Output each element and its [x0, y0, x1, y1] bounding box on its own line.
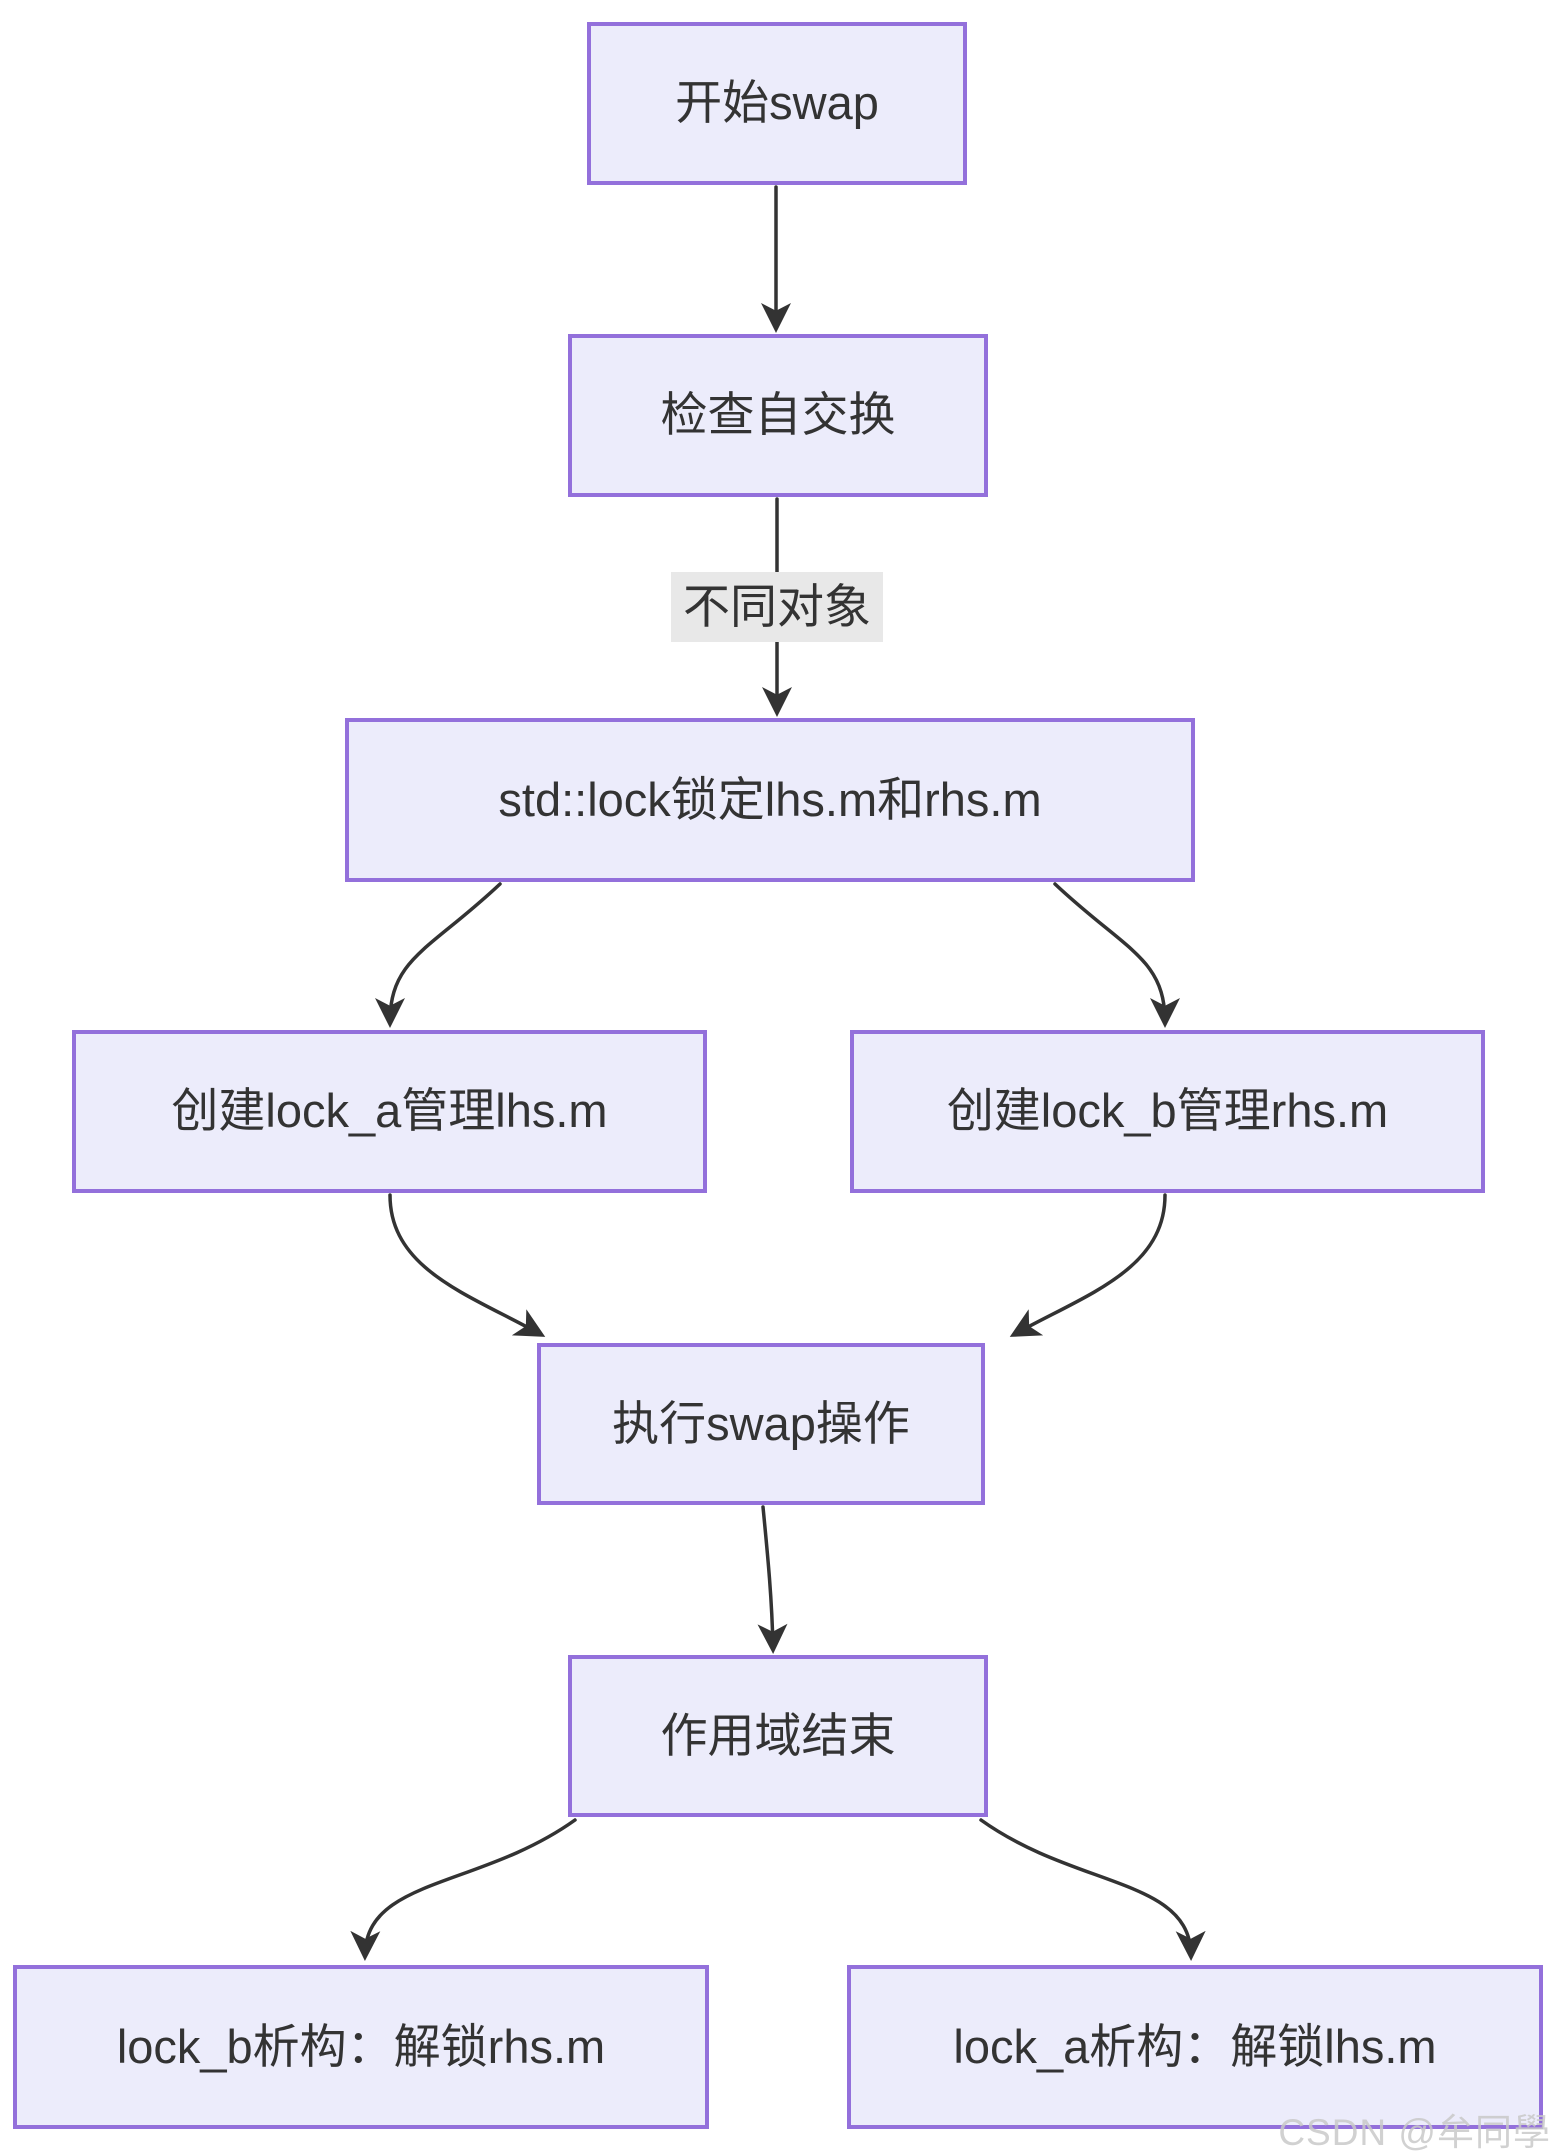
edge-lockb-to-swap	[1009, 1193, 1167, 1337]
edge-swap-to-scope	[757, 1505, 788, 1654]
node-scope-end-label: 作用域结束	[660, 1708, 896, 1762]
node-lock-b-destruct: lock_b析构：解锁rhs.m	[13, 1965, 709, 2129]
node-check-self-swap: 检查自交换	[568, 334, 988, 497]
watermark: CSDN @牟同學	[1278, 2112, 1551, 2153]
node-do-swap-label: 执行swap操作	[612, 1396, 910, 1450]
node-create-lock-b: 创建lock_b管理rhs.m	[850, 1030, 1485, 1193]
node-create-lock-a: 创建lock_a管理lhs.m	[72, 1030, 707, 1193]
edge-label-text: 不同对象	[683, 580, 871, 633]
node-create-lock-b-label: 创建lock_b管理rhs.m	[946, 1084, 1389, 1138]
edge-label-different-objects: 不同对象	[671, 572, 883, 642]
node-create-lock-a-label: 创建lock_a管理lhs.m	[171, 1084, 608, 1138]
edge-stdlock-to-locka	[375, 882, 502, 1028]
node-lock-a-destruct-label: lock_a析构：解锁lhs.m	[953, 2019, 1437, 2073]
edge-stdlock-to-lockb	[1053, 882, 1180, 1028]
edge-locka-to-swap	[388, 1193, 546, 1337]
node-lock-a-destruct: lock_a析构：解锁lhs.m	[847, 1965, 1543, 2129]
node-std-lock-label: std::lock锁定lhs.m和rhs.m	[498, 772, 1042, 826]
node-check-self-swap-label: 检查自交换	[660, 388, 896, 442]
edge-scope-to-lockb-destruct	[350, 1818, 577, 1961]
node-scope-end: 作用域结束	[568, 1655, 988, 1817]
node-start-label: 开始swap	[675, 76, 879, 130]
node-std-lock: std::lock锁定lhs.m和rhs.m	[345, 718, 1195, 882]
node-do-swap: 执行swap操作	[537, 1343, 985, 1505]
edge-scope-to-locka-destruct	[979, 1818, 1206, 1961]
node-lock-b-destruct-label: lock_b析构：解锁rhs.m	[116, 2019, 606, 2073]
node-start: 开始swap	[587, 22, 967, 185]
